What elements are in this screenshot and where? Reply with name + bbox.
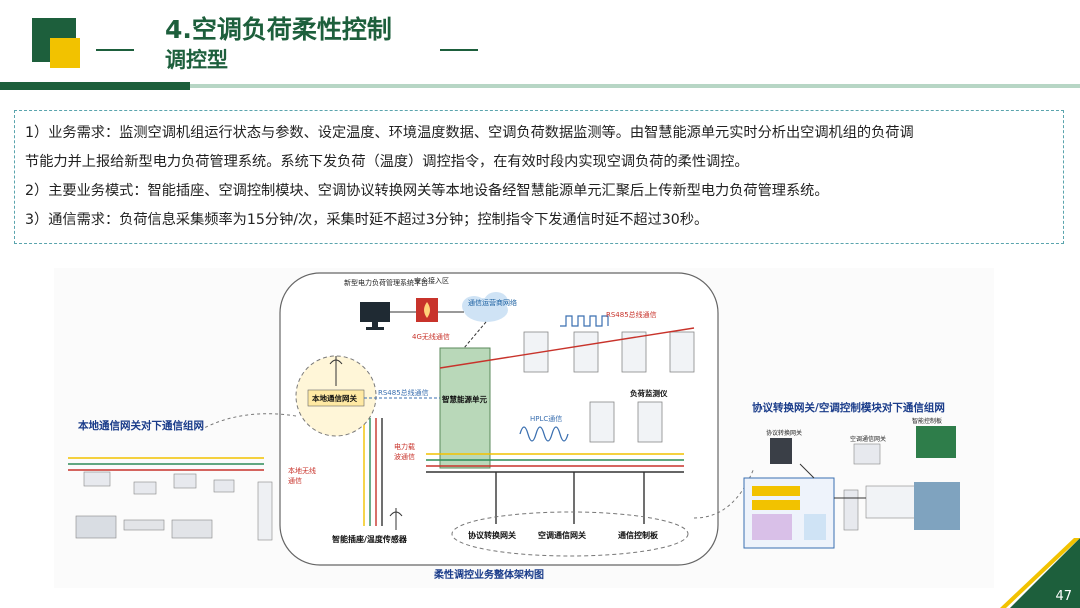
label-bottom-device-2: 空调通信网关 xyxy=(538,530,586,541)
page-title: 4.空调负荷柔性控制 xyxy=(165,10,392,46)
label-rs485-top: RS485总线通信 xyxy=(606,310,657,320)
label-right-device-1: 协议转换网关 xyxy=(766,428,802,437)
label-hub: 智慧能源单元 xyxy=(442,394,487,405)
label-plc: 电力载波通信 xyxy=(394,442,418,462)
page-subtitle: 调控型 xyxy=(165,44,228,74)
title-decor-line-left xyxy=(96,49,134,51)
label-left-section-title: 本地通信网关对下通信组网 xyxy=(78,418,204,433)
header-band-light xyxy=(190,84,1080,88)
hub-box xyxy=(440,348,490,468)
label-right-device-2: 空调通信网关 xyxy=(850,434,886,443)
description-line-1: 1）业务需求：监测空调机组运行状态与参数、设定温度、环境温度数据、空调负荷数据监… xyxy=(25,119,1053,148)
label-right-device-3: 智能控制板 xyxy=(912,416,942,425)
label-cloud-network: 通信运营商网络 xyxy=(468,298,517,308)
firewall-icon xyxy=(416,298,438,322)
label-security-zone: 安全接入区 xyxy=(414,276,449,286)
page-number: 47 xyxy=(1055,589,1072,604)
architecture-diagram: 新型电力负荷管理系统平台 安全接入区 通信运营商网络 RS485总线通信 4G无… xyxy=(54,268,994,588)
description-line-2: 节能力并上报给新型电力负荷管理系统。系统下发负荷（温度）调控指令，在有效时段内实… xyxy=(25,148,1053,177)
title-decor-line-right xyxy=(440,49,478,51)
label-hplc: HPLC通信 xyxy=(530,414,562,424)
label-bottom-left-device: 智能插座/温度传感器 xyxy=(332,534,407,545)
description-box: 1）业务需求：监测空调机组运行状态与参数、设定温度、环境温度数据、空调负荷数据监… xyxy=(14,110,1064,244)
label-right-section-title: 协议转换网关/空调控制模块对下通信组网 xyxy=(752,400,945,415)
label-bottom-device-3: 通信控制板 xyxy=(618,530,658,541)
left-equipment-area xyxy=(68,458,272,540)
label-wireless: 本地无线通信 xyxy=(288,466,318,486)
label-bottom-device-1: 协议转换网关 xyxy=(468,530,516,541)
label-remote-comm: 4G无线通信 xyxy=(412,332,450,342)
description-line-3: 2）主要业务模式：智能插座、空调控制模块、空调协议转换网关等本地设备经智慧能源单… xyxy=(25,177,1053,206)
logo-square-yellow xyxy=(50,38,80,68)
right-equipment-area xyxy=(744,426,960,548)
description-line-4: 3）通信需求：负荷信息采集频率为15分钟/次，采集时延不超过3分钟；控制指令下发… xyxy=(25,206,1053,235)
label-local-gateway: 本地通信网关 xyxy=(312,393,357,404)
label-load-monitor: 负荷监测仪 xyxy=(630,388,668,399)
label-rs485-left: RS485总线通信 xyxy=(378,388,429,398)
header-band-dark xyxy=(0,82,190,90)
diagram-caption: 柔性调控业务整体架构图 xyxy=(434,566,544,581)
